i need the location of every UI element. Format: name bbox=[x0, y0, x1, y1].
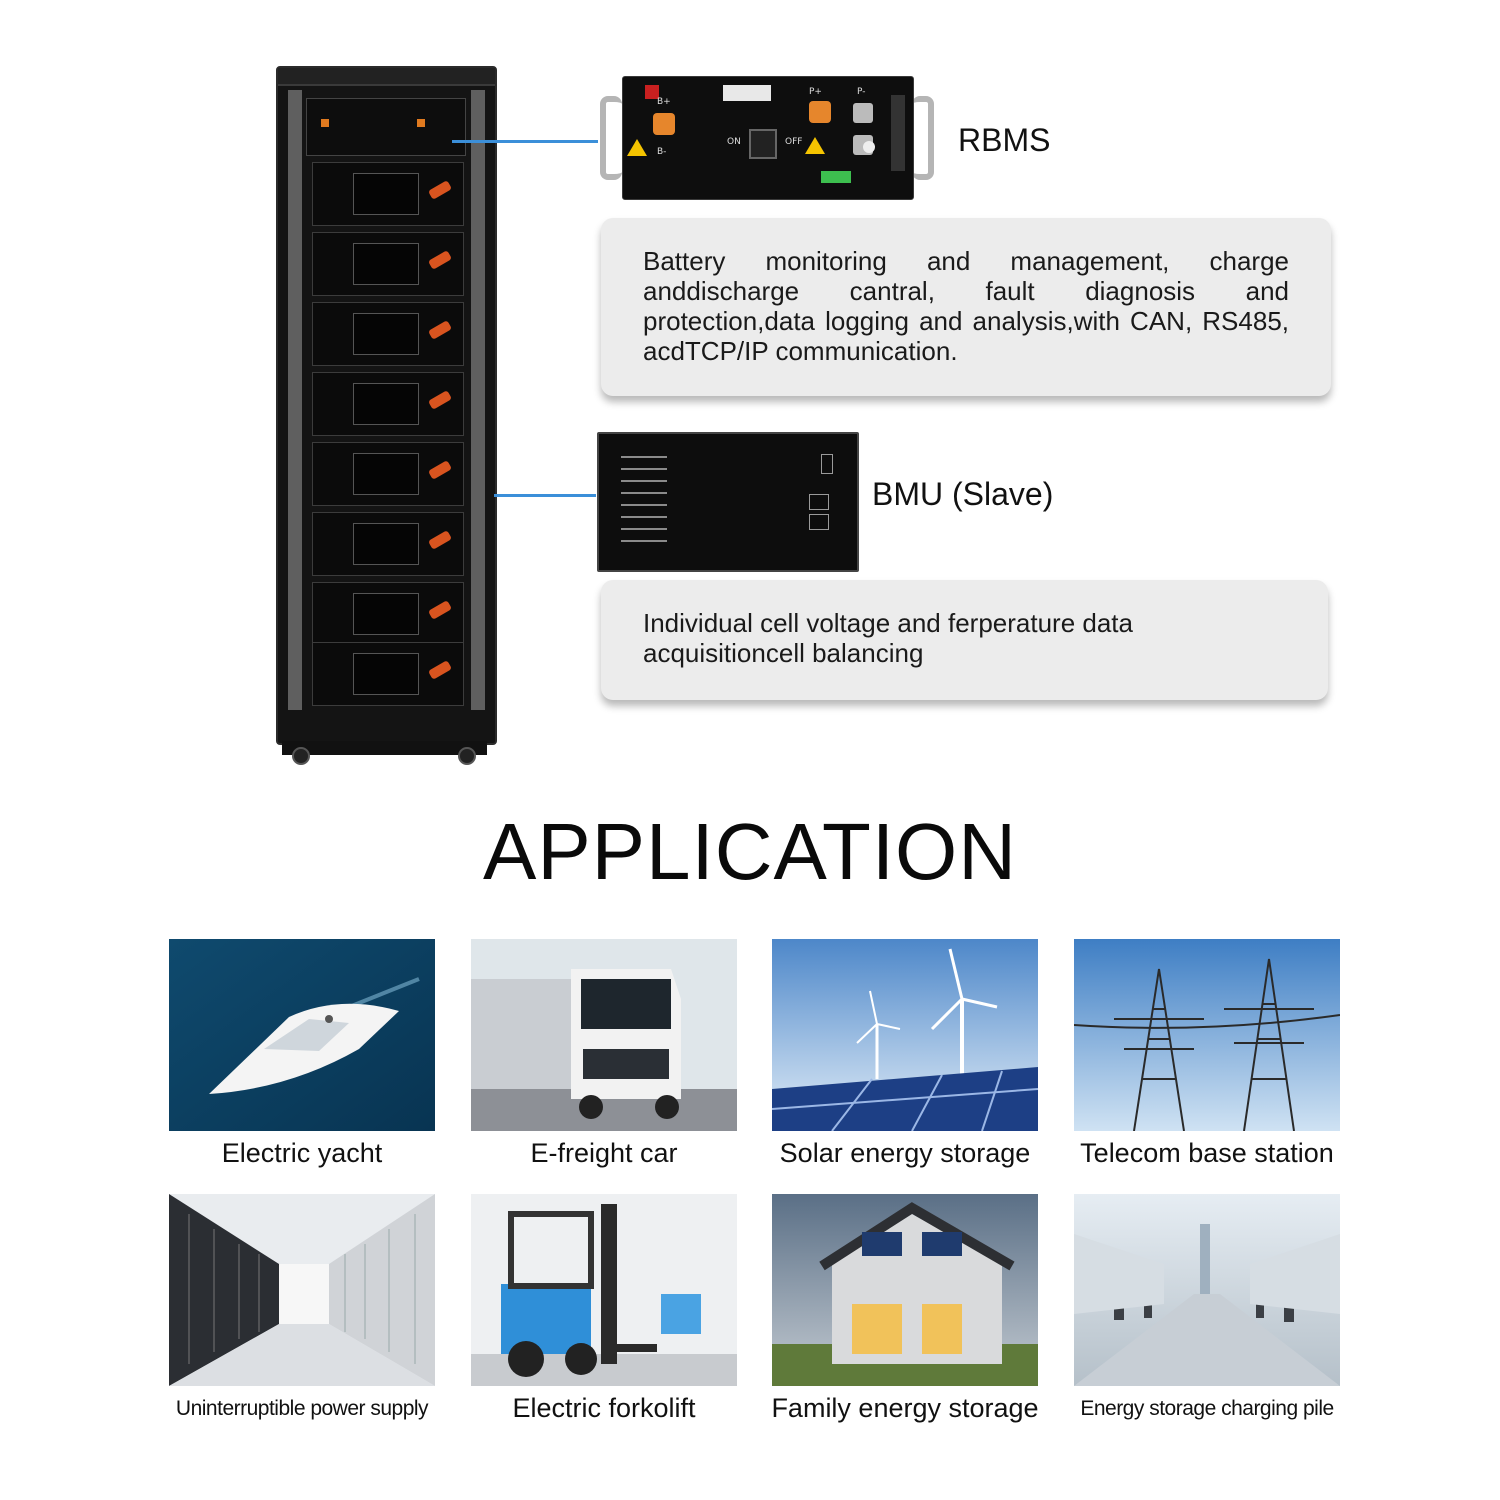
application-title: APPLICATION bbox=[482, 807, 1018, 896]
power-tower-photo-icon bbox=[1074, 939, 1340, 1131]
battery-module bbox=[312, 642, 464, 706]
caption-family-energy-storage: Family energy storage bbox=[771, 1393, 1039, 1423]
house-photo-icon bbox=[772, 1194, 1038, 1386]
bmu-info-box: Individual cell voltage and ferperature … bbox=[601, 580, 1328, 700]
power-socket-icon bbox=[645, 85, 659, 99]
breaker-switch-icon bbox=[749, 129, 777, 159]
port-column-icon bbox=[891, 95, 905, 171]
orange-terminal-icon bbox=[321, 119, 329, 127]
cabinet-top bbox=[278, 68, 495, 86]
server-room-photo-icon bbox=[169, 1194, 435, 1386]
battery-module bbox=[312, 232, 464, 296]
wheel-icon bbox=[458, 747, 476, 765]
cabinet-base bbox=[282, 741, 487, 755]
on-label: ON bbox=[727, 137, 741, 147]
warning-icon bbox=[805, 137, 825, 154]
caption-energy-storage-charging-pile: Energy storage charging pile bbox=[1080, 1397, 1334, 1420]
orange-terminal-icon bbox=[653, 113, 675, 135]
cabinet-rail-right bbox=[471, 90, 485, 710]
truck-photo-icon bbox=[471, 939, 737, 1131]
forklift-photo-icon bbox=[471, 1194, 737, 1386]
orange-terminal-icon bbox=[417, 119, 425, 127]
warning-icon bbox=[627, 139, 647, 156]
battery-cabinet-image bbox=[276, 66, 497, 765]
handle-icon bbox=[600, 96, 622, 180]
battery-module bbox=[312, 512, 464, 576]
bmu-label: BMU (Slave) bbox=[872, 476, 1054, 512]
b-minus-label: B- bbox=[657, 147, 667, 157]
battery-module bbox=[312, 442, 464, 506]
battery-module bbox=[312, 302, 464, 366]
button-icon bbox=[863, 141, 875, 153]
orange-terminal-icon bbox=[809, 101, 831, 123]
rbms-info-box: Battery monitoring and management, charg… bbox=[601, 218, 1331, 396]
b-plus-label: B+ bbox=[657, 97, 671, 107]
rbms-front-panel: B+ B- ON OFF P+ P- bbox=[622, 76, 914, 200]
bmu-module-image bbox=[597, 432, 859, 572]
caption-solar-energy-storage: Solar energy storage bbox=[779, 1138, 1031, 1168]
bmu-description: Individual cell voltage and ferperature … bbox=[643, 608, 1133, 668]
caption-electric-yacht: Electric yacht bbox=[221, 1138, 383, 1168]
cabinet-rail-left bbox=[288, 90, 302, 710]
wheel-icon bbox=[292, 747, 310, 765]
p-plus-label: P+ bbox=[809, 87, 822, 97]
rbms-label: RBMS bbox=[958, 122, 1051, 158]
panel-label-sticker bbox=[723, 85, 771, 101]
solar-wind-photo-icon bbox=[772, 939, 1038, 1131]
rbms-connector-line bbox=[452, 140, 598, 143]
caption-telecom-base-station: Telecom base station bbox=[1080, 1138, 1334, 1168]
cabinet-rbms-unit bbox=[306, 98, 466, 156]
battery-module bbox=[312, 162, 464, 226]
rbms-module-image: B+ B- ON OFF P+ P- bbox=[600, 76, 934, 200]
battery-module bbox=[312, 372, 464, 436]
green-terminal-icon bbox=[821, 171, 851, 183]
rbms-description: Battery monitoring and management, charg… bbox=[643, 246, 1289, 366]
caption-electric-forklift: Electric forkolift bbox=[512, 1393, 696, 1423]
off-label: OFF bbox=[785, 137, 803, 147]
yacht-photo-icon bbox=[169, 939, 435, 1131]
caption-e-freight-car: E-freight car bbox=[530, 1138, 678, 1168]
caption-uninterruptible-power-supply: Uninterruptible power supply bbox=[175, 1397, 429, 1420]
terminal-icon bbox=[853, 103, 873, 123]
bmu-connector-line bbox=[494, 494, 596, 497]
p-minus-label: P- bbox=[857, 87, 866, 97]
charging-pile-photo-icon bbox=[1074, 1194, 1340, 1386]
handle-icon bbox=[912, 96, 934, 180]
battery-module bbox=[312, 582, 464, 646]
